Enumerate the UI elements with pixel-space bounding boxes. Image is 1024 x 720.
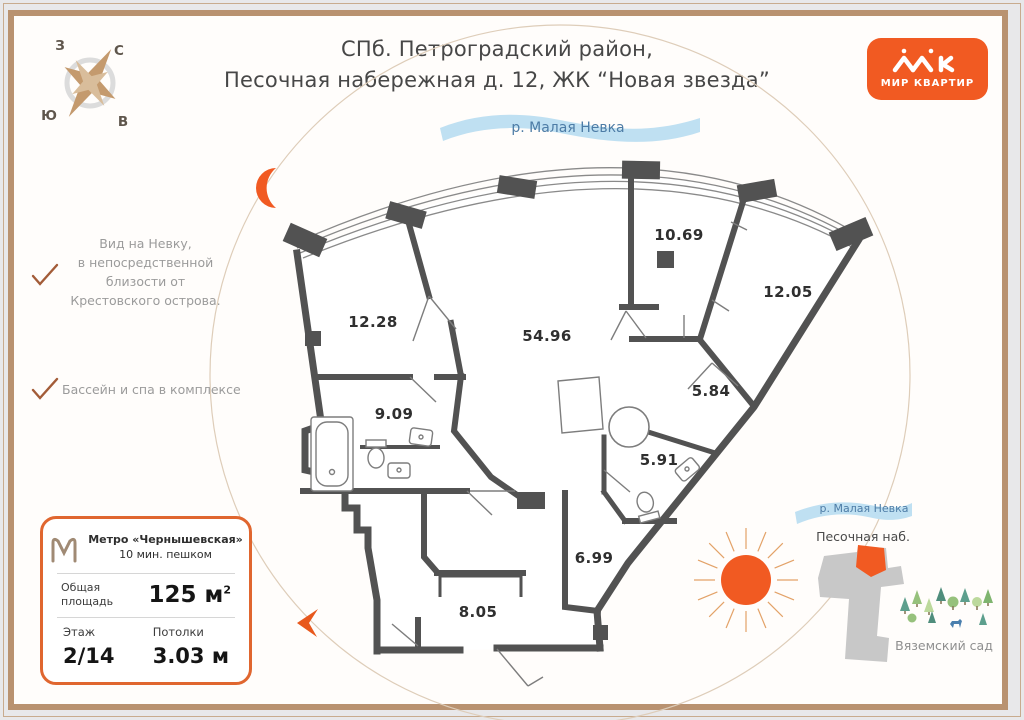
total-area-number: 125 м	[148, 581, 224, 608]
park-deer-icon	[950, 619, 962, 628]
title-line-2: Песочная набережная д. 12, ЖК “Новая зве…	[224, 68, 770, 92]
metro-walk-time: 10 мин. пешком	[119, 548, 212, 561]
entry-door-swing	[496, 648, 544, 687]
metro-icon	[51, 537, 77, 563]
metro-station: Метро «Чернышевская»	[88, 533, 243, 546]
compass-rose: З С Ю В	[41, 38, 128, 130]
total-area-value: 125 м2	[149, 582, 231, 608]
room-labels: 10.69 12.05 12.28 54.96 5.84 9.09 5.91 6…	[348, 226, 812, 621]
room-label-54-96: 54.96	[522, 327, 571, 345]
ceiling-block: Потолки 3.03 м	[153, 625, 229, 668]
moon-icon	[256, 168, 276, 208]
wardrobe-niche	[438, 574, 523, 597]
card-divider-2	[57, 617, 235, 618]
building-highlight	[856, 545, 886, 577]
total-area-sup: 2	[223, 582, 231, 596]
room-label-5-91: 5.91	[640, 451, 679, 469]
floor-block: Этаж 2/14	[63, 625, 115, 668]
door-swings	[391, 221, 748, 687]
interior-walls	[300, 177, 758, 652]
mir-kvartir-brand-text: МИР КВАРТИР	[880, 78, 975, 89]
kitchen-unit-icon	[557, 376, 604, 434]
park-label: Вяземский сад	[895, 638, 993, 653]
room-label-6-99: 6.99	[575, 549, 614, 567]
total-area-label: Общая площадь	[61, 581, 113, 608]
river-ribbon-main: р. Малая Невка	[440, 114, 700, 142]
floor-value: 2/14	[63, 644, 115, 668]
feature-view-line3: близости от	[105, 274, 186, 289]
sun-icon	[694, 528, 798, 632]
ceiling-label: Потолки	[152, 625, 204, 639]
floor-plan: 10.69 12.05 12.28 54.96 5.84 9.09 5.91 6…	[282, 160, 874, 687]
room-label-10-69: 10.69	[654, 226, 703, 244]
apartment-info-card: Метро «Чернышевская» 10 мин. пешком Обща…	[40, 516, 252, 685]
compass-east: В	[118, 114, 128, 130]
embankment-label: Песочная наб.	[816, 529, 910, 544]
checkmark-icon	[31, 263, 59, 286]
compass-south: Ю	[41, 108, 57, 124]
poster-frame-inner-line	[3, 3, 1021, 717]
feature-view-line4: Крестовского острова.	[70, 293, 221, 308]
mir-kvartir-mark-icon	[892, 48, 955, 73]
card-divider	[57, 573, 235, 574]
compass-west: З	[55, 38, 65, 54]
total-area-label-2: площадь	[61, 594, 114, 608]
orbit-arrow-icon	[297, 609, 318, 637]
sink-icon-3	[674, 457, 701, 482]
window-piers	[282, 160, 874, 258]
toilet-icon	[365, 439, 387, 469]
sink-icon	[408, 427, 434, 447]
compass-north: С	[114, 43, 124, 59]
total-area-row: Общая площадь 125 м2	[43, 574, 249, 608]
room-label-12-28: 12.28	[348, 313, 397, 331]
building-footprint	[818, 546, 904, 662]
bathtub-icon	[310, 416, 354, 492]
toilet-icon-2	[636, 491, 661, 524]
floor-ceiling-row: Этаж 2/14 Потолки 3.03 м	[43, 618, 249, 668]
feature-view-line1: Вид на Невку,	[99, 236, 192, 251]
mini-map: р. Малая Невка Песочная наб. Вяземский с…	[795, 502, 993, 662]
feature-spa-line1: Бассейн и спа в комплексе	[62, 382, 241, 397]
floor-label: Этаж	[63, 625, 96, 639]
feature-spa: Бассейн и спа в комплексе	[62, 380, 262, 399]
river-main-label: р. Малая Невка	[511, 120, 624, 136]
room-label-12-05: 12.05	[763, 283, 812, 301]
river-mini-label: р. Малая Невка	[820, 502, 909, 515]
metro-text: Метро «Чернышевская» 10 мин. пешком	[88, 532, 243, 562]
ceiling-value: 3.03 м	[152, 644, 229, 668]
vent-shaft-icon	[657, 251, 674, 268]
feature-view: Вид на Невку, в непосредственной близост…	[58, 234, 233, 310]
metro-row: Метро «Чернышевская» 10 мин. пешком	[43, 519, 249, 564]
room-label-8-05: 8.05	[459, 603, 498, 621]
page-title: СПб. Петроградский район, Песочная набер…	[0, 34, 994, 96]
room-label-9-09: 9.09	[375, 405, 414, 423]
sink-icon-2	[387, 462, 411, 479]
park-trees	[900, 587, 993, 628]
title-line-1: СПб. Петроградский район,	[341, 37, 653, 61]
checkmark-icon-2	[31, 377, 59, 400]
room-label-5-84: 5.84	[692, 382, 731, 400]
shower-column-icon	[608, 406, 650, 448]
fixtures	[310, 376, 701, 597]
sun-path-orbit	[209, 24, 911, 720]
mir-kvartir-logo: МИР КВАРТИР	[867, 38, 988, 100]
total-area-label-1: Общая	[61, 581, 101, 594]
feature-view-line2: в непосредственной	[77, 255, 214, 270]
